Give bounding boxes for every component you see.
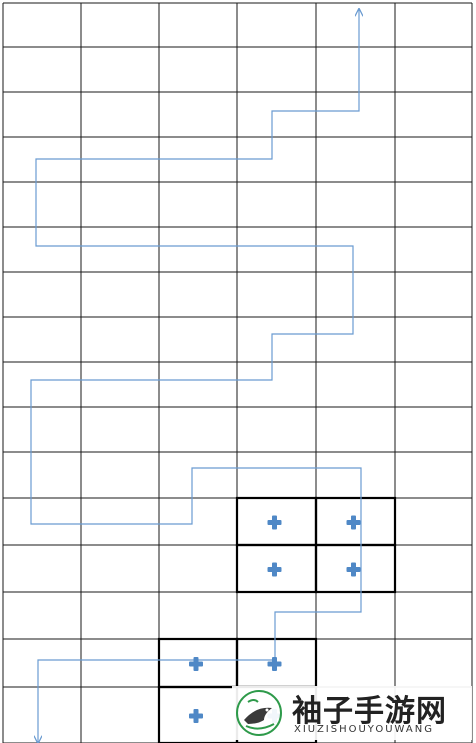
watermark-subtitle: XIUZISHOUYOUWANG — [294, 724, 434, 735]
plus-icon — [267, 657, 282, 671]
watermark: 袖子手游网 XIUZISHOUYOUWANG — [232, 686, 472, 740]
watermark-title: 袖子手游网 — [292, 694, 447, 729]
plus-icon — [267, 515, 282, 530]
plus-icon — [267, 562, 282, 577]
plus-icon — [346, 515, 361, 530]
plus-icon — [189, 657, 203, 671]
bird-logo-icon — [236, 690, 282, 736]
plus-icon — [189, 709, 203, 723]
path-segment-1 — [30, 9, 361, 743]
plus-icon — [346, 562, 361, 577]
movement-path — [30, 9, 361, 743]
